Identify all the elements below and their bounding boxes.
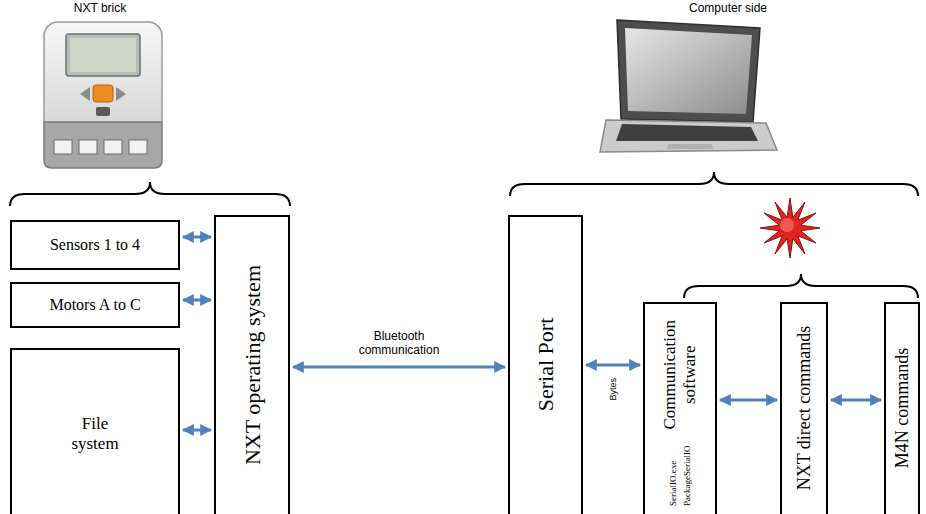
laptop-picture — [617, 20, 760, 122]
nxt-brick-picture — [93, 85, 113, 102]
component-box: Motors A to C — [10, 282, 180, 328]
double-arrow — [183, 299, 211, 302]
mathematica-logo — [760, 198, 820, 258]
block-label: Sensors 1 to 4 — [50, 236, 140, 254]
double-arrow — [183, 429, 211, 432]
double-arrow — [831, 399, 881, 402]
curly-bracket — [684, 274, 918, 298]
curly-bracket — [10, 182, 290, 206]
nxt-brick-picture — [70, 38, 136, 72]
curly-bracket — [510, 172, 918, 196]
picture-caption: Computer side — [689, 2, 767, 16]
laptop-picture — [600, 120, 777, 152]
laptop-picture — [667, 144, 713, 149]
nxt-brick-picture — [66, 34, 140, 76]
nxt-brick-picture — [44, 22, 162, 168]
component-box: File system — [10, 348, 180, 514]
vertical-block: NXT operating system — [214, 215, 290, 514]
file-name-list: SerialIO.exe PackageSerialIO — [668, 440, 692, 506]
component-box: Sensors 1 to 4 — [10, 220, 180, 270]
nxt-brick-picture — [96, 107, 110, 116]
double-arrow — [720, 399, 777, 402]
nxt-brick-picture — [44, 122, 162, 168]
block-label: File system — [60, 414, 130, 453]
block-label: M4N commands — [892, 348, 913, 469]
vertical-block: SerialIO.exe PackageSerialIO Communication… — [643, 302, 717, 514]
rotated-text-holder: NXT direct commands — [782, 304, 826, 512]
block-label: Motors A to C — [49, 296, 140, 314]
rotated-text-holder: SerialIO.exe PackageSerialIO Communication… — [645, 304, 715, 512]
nxt-brick-picture — [104, 140, 122, 154]
double-arrow — [586, 364, 640, 367]
file-name: SerialIO.exe — [668, 461, 678, 506]
connector-label: Bytes — [608, 375, 618, 402]
nxt-brick-picture — [54, 140, 72, 154]
block-label: Communication software — [660, 310, 699, 440]
nxt-brick-picture — [44, 22, 162, 134]
double-arrow — [183, 236, 211, 239]
vertical-block: Serial Port — [508, 215, 583, 514]
block-label: NXT direct commands — [794, 326, 815, 491]
vertical-block: NXT direct commands — [780, 302, 828, 514]
file-name: PackageSerialIO — [682, 446, 692, 506]
nxt-brick-picture — [129, 140, 147, 154]
mathematica-logo — [760, 198, 820, 258]
nxt-brick-picture — [79, 140, 97, 154]
connector-label: Bluetooth communication — [342, 330, 456, 358]
laptop-picture — [600, 20, 777, 152]
nxt-brick-picture — [80, 87, 90, 101]
laptop-picture — [625, 28, 752, 114]
nxt-brick-picture — [116, 87, 126, 101]
block-label: NXT operating system — [239, 265, 264, 465]
picture-caption: NXT brick — [74, 2, 126, 16]
rotated-text-holder: Serial Port — [510, 217, 581, 512]
laptop-picture — [616, 124, 758, 141]
vertical-block: M4N commands — [884, 302, 920, 514]
double-arrow — [293, 366, 505, 369]
rotated-text-holder: M4N commands — [886, 304, 918, 512]
curly-bracket — [10, 172, 918, 298]
rotated-text-holder: NXT operating system — [216, 217, 288, 512]
mathematica-logo — [780, 218, 794, 232]
block-label: Serial Port — [533, 318, 558, 412]
